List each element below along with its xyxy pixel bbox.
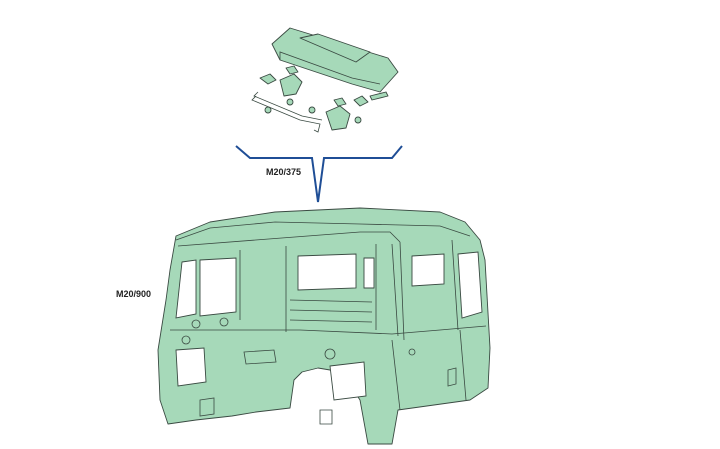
cab-shell [157, 207, 491, 445]
leader-line [235, 145, 403, 203]
roof-hatch-assembly [251, 27, 399, 133]
part-number-label-lower: M20/900 [116, 289, 152, 299]
part-number-label-upper: M20/375 [266, 167, 302, 177]
